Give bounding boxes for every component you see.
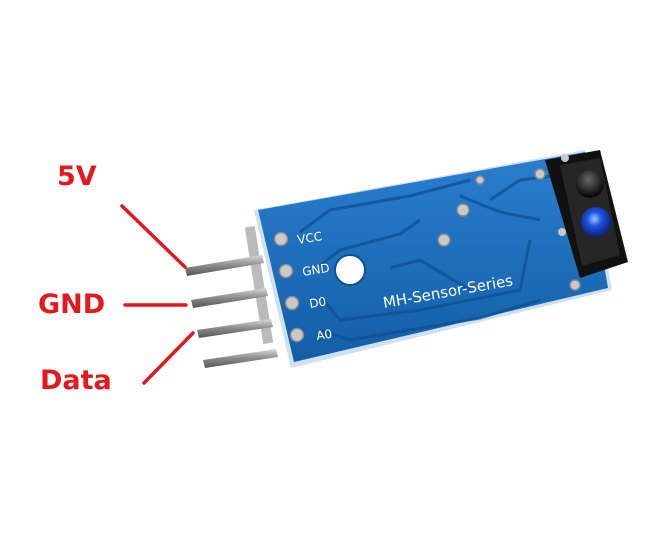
header-pins: [185, 225, 278, 368]
ir-receiver: [576, 170, 604, 198]
label-data: Data: [40, 365, 112, 396]
annotation-lines: [120, 204, 195, 385]
pad-gnd: [278, 263, 294, 279]
line-5v: [120, 204, 187, 269]
pin-d0: [197, 319, 273, 338]
pin-gnd: [191, 288, 268, 308]
pad-vcc: [273, 231, 289, 247]
ir-led: [581, 207, 611, 237]
label-5v: 5V: [57, 161, 97, 192]
silk-gnd: GND: [301, 261, 330, 279]
pin-a0: [203, 349, 278, 368]
pad-d0: [284, 295, 300, 311]
pcb-board: VCC GND D0 A0 MH-Sensor-Series: [254, 150, 612, 368]
line-data: [142, 331, 195, 385]
ir-sensor: [545, 150, 628, 278]
pin-vcc: [185, 255, 264, 276]
silk-vcc: VCC: [296, 229, 323, 247]
mounting-hole: [334, 254, 366, 286]
pad-a0: [289, 327, 305, 343]
silk-d0: D0: [308, 294, 327, 310]
label-gnd: GND: [38, 289, 106, 320]
silk-a0: A0: [315, 327, 333, 343]
